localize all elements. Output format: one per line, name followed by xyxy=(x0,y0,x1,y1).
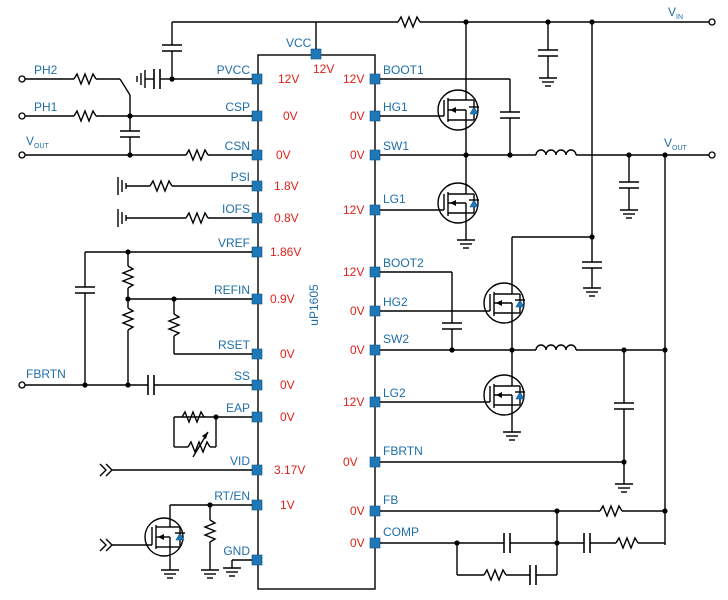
pin-voltage-vid: 3.17V xyxy=(274,463,305,477)
pin-voltage-pvcc: 12V xyxy=(278,72,299,86)
left-pin-squares xyxy=(251,73,263,566)
net-ph2: PH2 xyxy=(34,63,58,77)
pin-voltage-psi: 1.8V xyxy=(274,179,299,193)
pin-label-fb: FB xyxy=(383,493,398,507)
pin-label-csn: CSN xyxy=(225,139,250,153)
pin-label-iofs: IOFS xyxy=(222,202,250,216)
chip-name: uP1605 xyxy=(307,284,321,326)
pin-voltage-comp: 0V xyxy=(350,536,365,550)
pin-voltage-vref: 1.86V xyxy=(270,245,301,259)
pin-label-psi: PSI xyxy=(231,170,250,184)
pin-label-boot1: BOOT1 xyxy=(383,63,424,77)
pin-voltage-ss: 0V xyxy=(280,378,295,392)
pin-label-lg2: LG2 xyxy=(383,386,406,400)
pin-voltage-sw2: 0V xyxy=(350,343,365,357)
pin-voltage-eap: 0V xyxy=(280,410,295,424)
pin-voltage-vcc: 12V xyxy=(313,62,334,76)
pin-voltage-rset: 0V xyxy=(280,347,295,361)
pin-label-rset: RSET xyxy=(218,338,251,352)
pin-label-boot2: BOOT2 xyxy=(383,256,424,270)
pin-label-hg1: HG1 xyxy=(383,100,408,114)
net-fbrtn-left: FBRTN xyxy=(26,367,66,381)
pin-label-sw2: SW2 xyxy=(383,332,409,346)
pin-voltage-csp: 0V xyxy=(283,109,298,123)
pin-voltage-refin: 0.9V xyxy=(270,292,295,306)
net-ph1: PH1 xyxy=(34,100,58,114)
pin-voltage-fb: 0V xyxy=(350,504,365,518)
pin-voltage-rt-en: 1V xyxy=(280,498,295,512)
pin-label-fbrtn: FBRTN xyxy=(383,444,423,458)
pin-voltage-lg1: 12V xyxy=(343,203,364,217)
right-pin-squares xyxy=(369,73,381,549)
pin-label-ss: SS xyxy=(234,369,250,383)
net-vout-left: VOUT xyxy=(26,134,50,150)
pin-voltage-sw1: 0V xyxy=(350,148,365,162)
pin-label-sw1: SW1 xyxy=(383,139,409,153)
pin-label-csp: CSP xyxy=(225,100,250,114)
pin-label-vref: VREF xyxy=(218,236,250,250)
pin-label-vid: VID xyxy=(230,454,250,468)
pin-label-refin: REFIN xyxy=(214,283,250,297)
pin-label-vcc: VCC xyxy=(286,36,312,50)
net-vout-right: VOUT xyxy=(664,136,688,152)
pin-label-comp: COMP xyxy=(383,525,419,539)
pin-voltage-csn: 0V xyxy=(276,148,291,162)
pin-label-eap: EAP xyxy=(226,401,250,415)
pin-voltage-lg2: 12V xyxy=(343,395,364,409)
pin-label-pvcc: PVCC xyxy=(217,63,251,77)
pin-voltage-hg2: 0V xyxy=(350,304,365,318)
pin-voltage-hg1: 0V xyxy=(350,109,365,123)
pin-voltage-boot2: 12V xyxy=(343,265,364,279)
net-vin: VIN xyxy=(668,5,683,21)
pin-label-lg1: LG1 xyxy=(383,192,406,206)
pin-voltage-fbrtn: 0V xyxy=(343,455,358,469)
pin-label-hg2: HG2 xyxy=(383,295,408,309)
pin-label-rt-en: RT/EN xyxy=(214,489,250,503)
pin-label-gnd: GND xyxy=(223,544,250,558)
pin-vcc xyxy=(310,48,322,60)
pin-voltage-boot1: 12V xyxy=(343,72,364,86)
pin-voltage-iofs: 0.8V xyxy=(274,211,299,225)
